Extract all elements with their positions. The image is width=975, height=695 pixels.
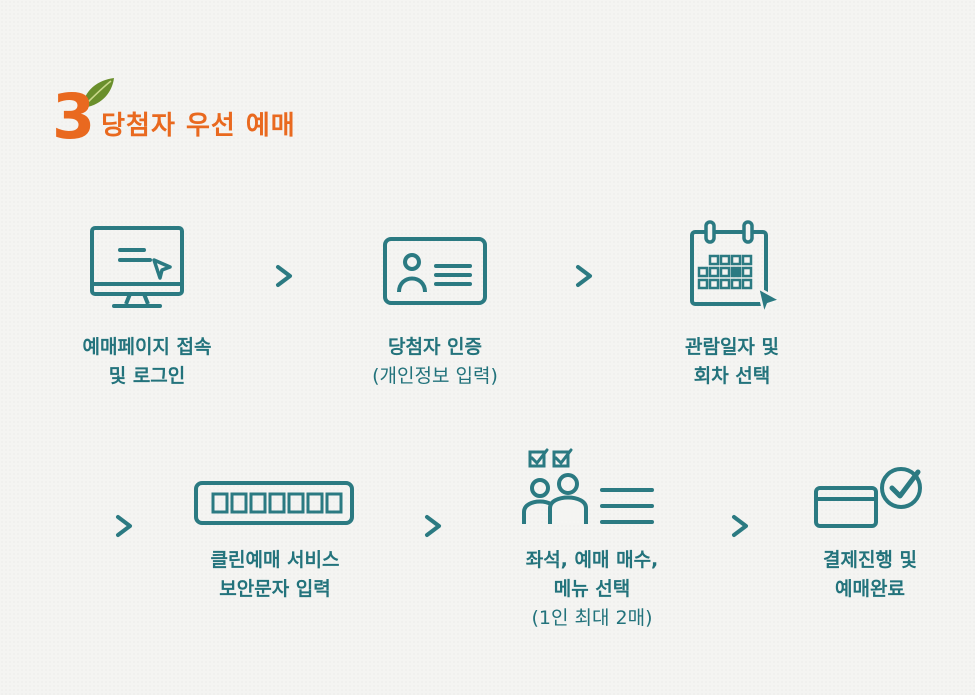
monitor-icon: [90, 226, 184, 308]
password-field-icon: [194, 481, 354, 525]
step-label: 예매페이지 접속 및 로그인: [82, 336, 212, 387]
leaf-icon: [82, 78, 114, 108]
chevron-right-icon: [576, 265, 592, 287]
chevron-right-icon: [276, 265, 292, 287]
step-label: 좌석, 예매 매수, 메뉴 선택 (1인 최대 2매): [525, 549, 659, 629]
chevron-right-icon: [425, 515, 441, 537]
payment-check-icon: [814, 467, 922, 528]
step-label: 클린예매 서비스 보안문자 입력: [210, 549, 340, 600]
section-heading: 3 당첨자 우선 예매: [52, 78, 296, 148]
chevron-right-icon: [732, 515, 748, 537]
heading-title: 당첨자 우선 예매: [101, 111, 296, 141]
step-number: 3: [52, 80, 95, 153]
calendar-icon: [690, 220, 782, 316]
step-label: 당첨자 인증 (개인정보 입력): [372, 336, 498, 387]
people-checklist-icon: [522, 448, 654, 524]
id-card-icon: [383, 237, 487, 305]
step-label: 결제진행 및 예매완료: [822, 549, 917, 600]
chevron-right-icon: [116, 515, 132, 537]
step-label: 관람일자 및 회차 선택: [684, 336, 779, 387]
